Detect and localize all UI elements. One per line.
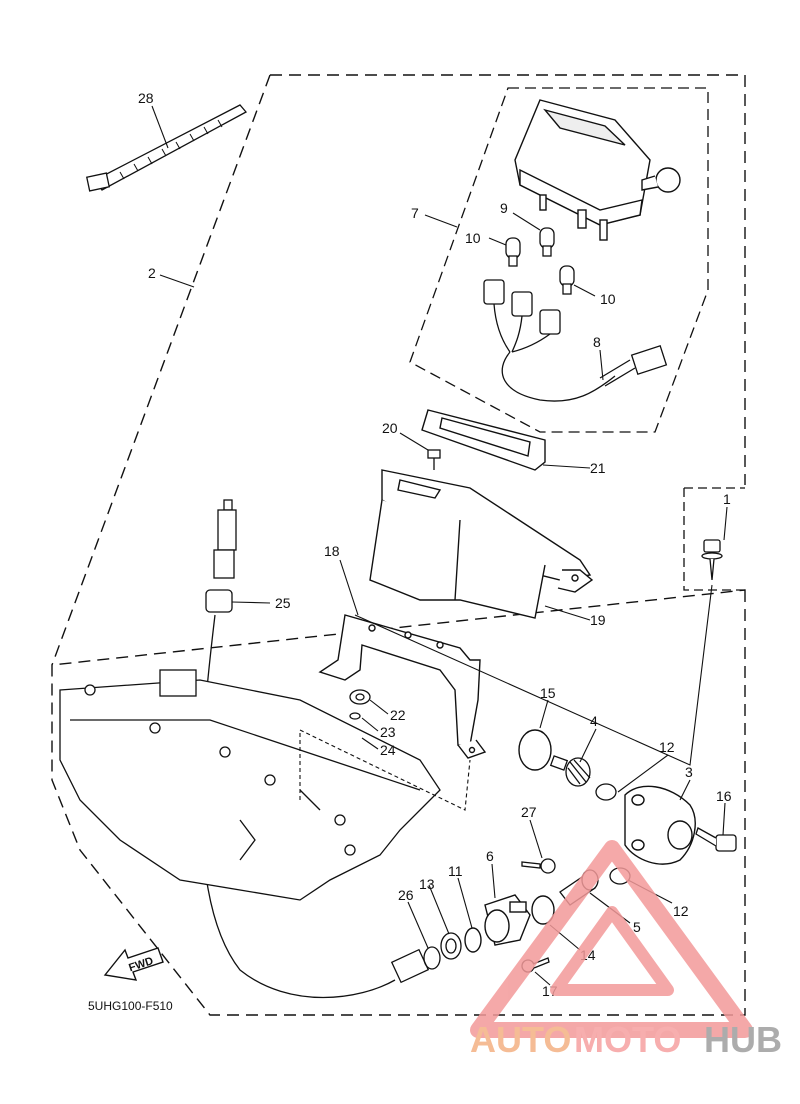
meter-case [369, 469, 594, 619]
callout-26: 26 [398, 887, 414, 903]
callout-21: 21 [590, 460, 606, 476]
screw-20 [427, 449, 441, 470]
callout-2: 2 [148, 265, 156, 281]
meter-cover [421, 409, 546, 471]
watermark-triangle-icon [470, 840, 753, 1038]
cable-tie-part [85, 104, 248, 192]
callout-12-upper: 12 [659, 739, 675, 755]
callout-19: 19 [590, 612, 606, 628]
callout-13: 13 [419, 876, 435, 892]
callout-12-lower: 12 [673, 903, 689, 919]
callout-10-upper: 10 [465, 230, 481, 246]
callout-22: 22 [390, 707, 406, 723]
callout-9: 9 [500, 200, 508, 216]
callout-4: 4 [590, 713, 598, 729]
callout-24: 24 [380, 742, 396, 758]
meter-bracket [318, 614, 487, 759]
meter-unit [514, 99, 681, 241]
speedometer-cable [200, 499, 430, 999]
callout-8: 8 [593, 334, 601, 350]
callout-15: 15 [540, 685, 556, 701]
bulbs [505, 227, 575, 295]
callout-16: 16 [716, 788, 732, 804]
o-ring-14 [531, 895, 555, 925]
callout-28: 28 [138, 90, 154, 106]
callout-7: 7 [411, 205, 419, 221]
callout-3: 3 [685, 764, 693, 780]
drive-gear [549, 755, 591, 787]
callout-20: 20 [382, 420, 398, 436]
screw-27 [521, 858, 556, 874]
item1-boundary [683, 487, 745, 591]
watermark-moto: MOTO [574, 1019, 681, 1060]
callout-6: 6 [486, 848, 494, 864]
washer-11 [464, 927, 482, 953]
cable-housing [484, 894, 531, 946]
callout-23: 23 [380, 724, 396, 740]
watermark-auto: AUTO [470, 1019, 571, 1060]
frame-crown [59, 669, 441, 901]
callout-1: 1 [723, 491, 731, 507]
gear-housing [624, 785, 696, 865]
bushing-12-upper [595, 783, 617, 801]
bolt-16 [695, 827, 737, 852]
callout-10-lower: 10 [600, 291, 616, 307]
callout-18: 18 [324, 543, 340, 559]
fwd-arrow-icon [103, 947, 164, 981]
bolt-1 [701, 539, 723, 581]
callout-11: 11 [448, 863, 463, 879]
oil-seal-13 [440, 932, 462, 960]
callout-5: 5 [633, 919, 641, 935]
watermark-hub: HUB [704, 1019, 782, 1060]
socket-harness [483, 279, 668, 402]
callout-27: 27 [521, 804, 537, 820]
meter-subassembly-boundary [409, 87, 709, 433]
o-ring-15 [518, 729, 552, 771]
diagram-code: 5UHG100-F510 [88, 999, 173, 1013]
callout-25: 25 [275, 595, 291, 611]
watermark: AUTO MOTO HUB [470, 840, 782, 1060]
ring-26 [423, 946, 441, 970]
